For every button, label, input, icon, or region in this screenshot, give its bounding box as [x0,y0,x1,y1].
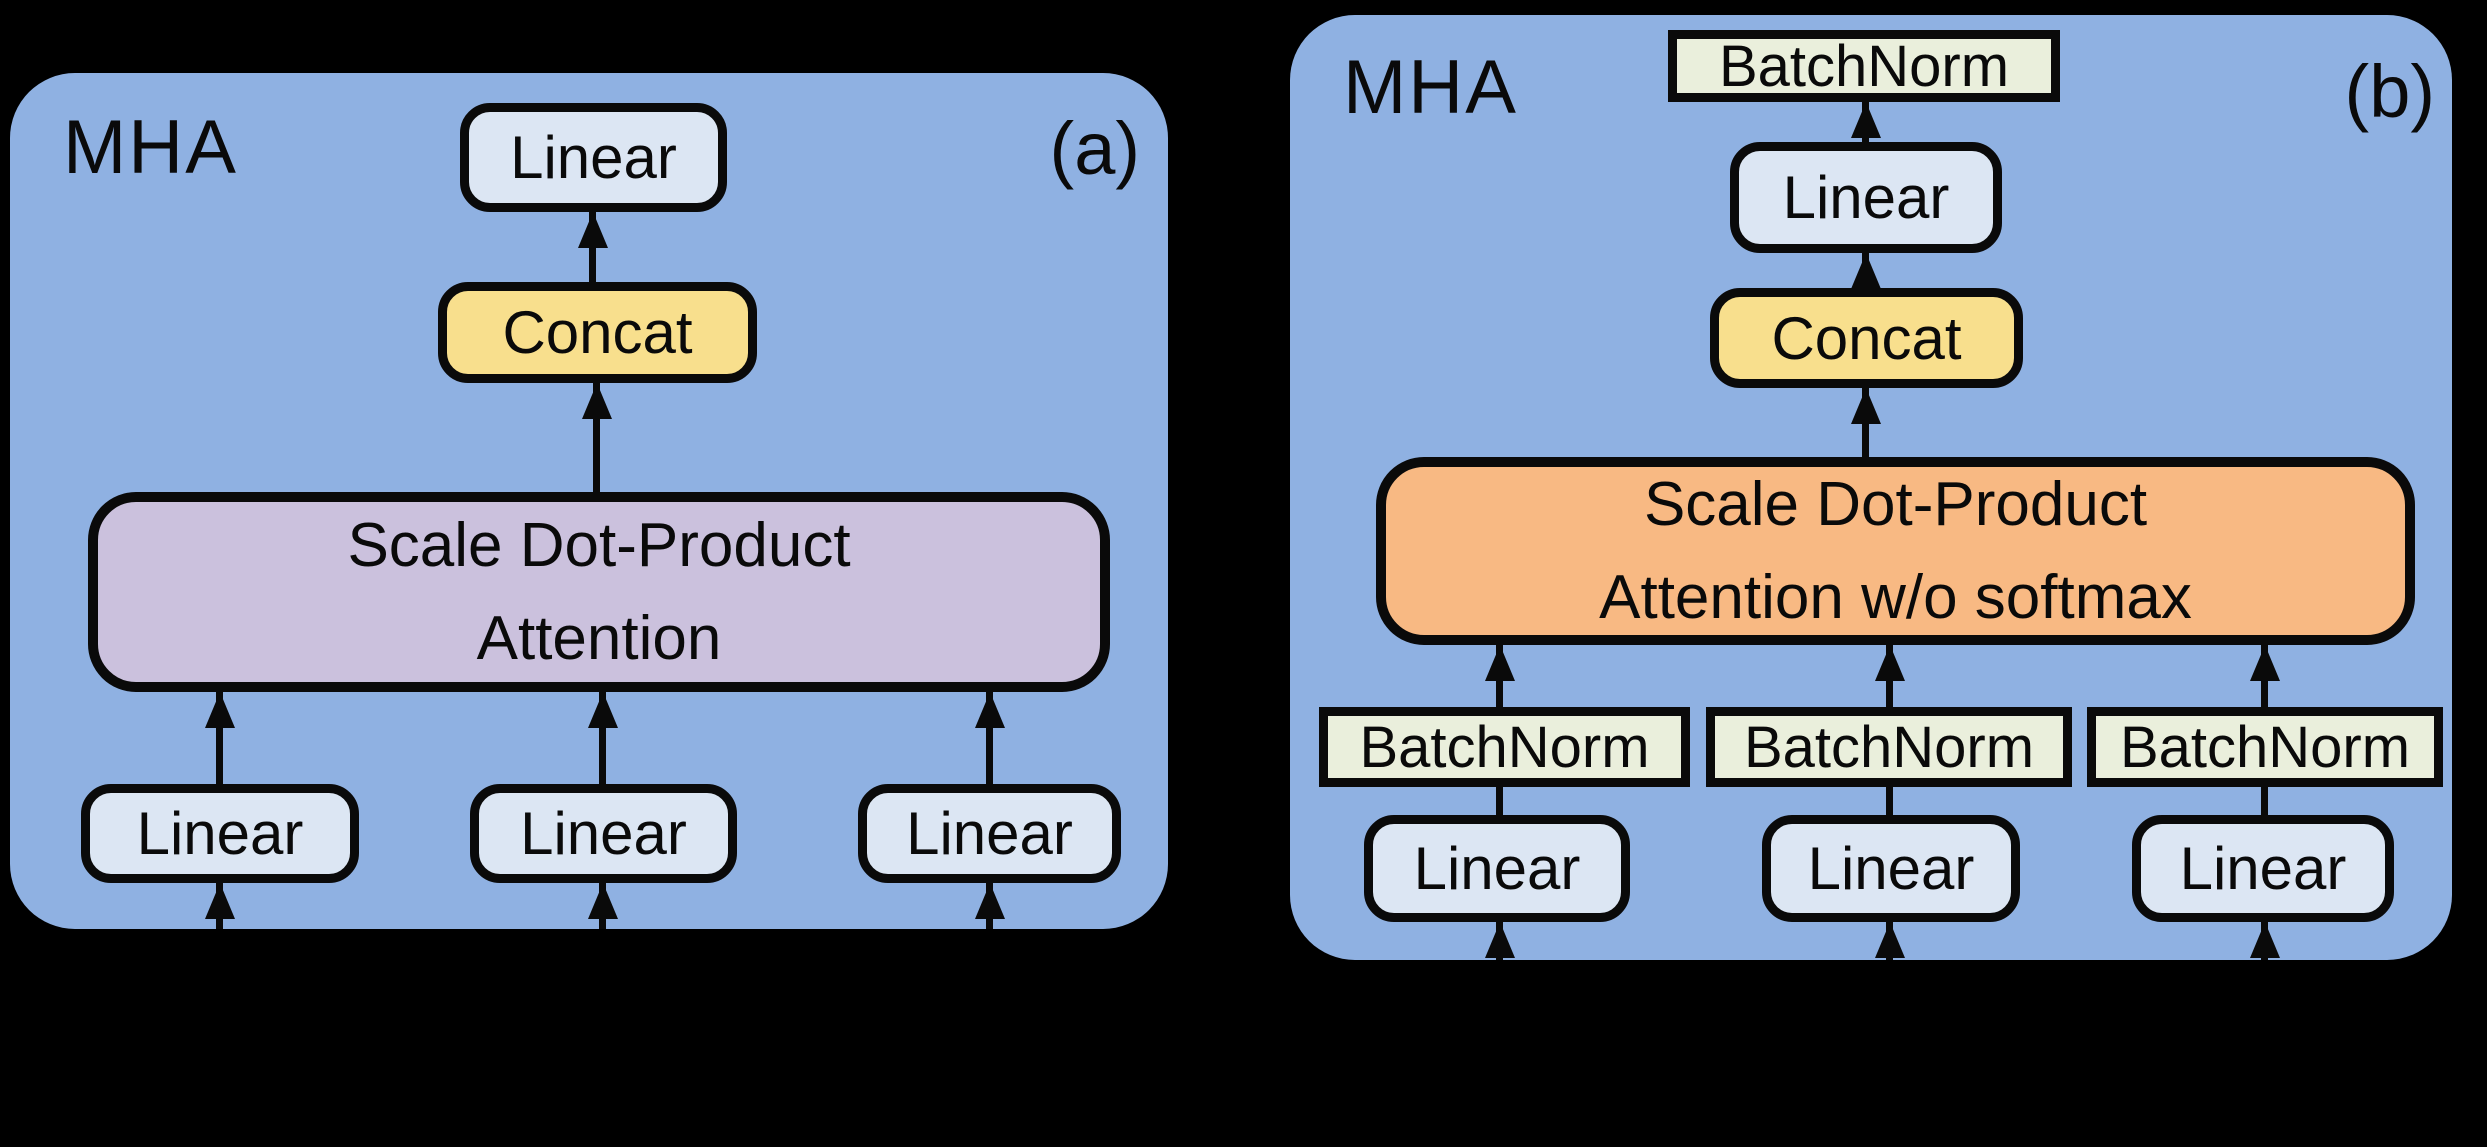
panel-b-concat-box: Concat [1710,288,2023,388]
panel-a-output-linear-box: Linear [460,103,727,212]
arrow-attn-to-concat-b [1862,388,1869,457]
panel-a-input-linear-2: Linear [470,784,737,883]
panel-b-input-linear-1: Linear [1364,815,1630,922]
panel-a-concat-box: Concat [438,282,757,383]
arrow-bn2-to-attn-b [1886,645,1893,707]
panel-b-input-linear-3: Linear [2132,815,2394,922]
arrow-bn3-to-attn-b [2261,645,2268,707]
connector-linear2-to-bn2 [1886,787,1893,815]
arrow-linear3-to-attn-a [986,692,993,784]
panel-b-attention-line2: Attention w/o softmax [1599,563,2192,632]
arrow-input2-a [599,883,606,929]
panel-a: MHA (a) Linear Concat Scale Dot-Product … [10,73,1168,929]
panel-b-corner-label: (b) [2344,50,2435,133]
connector-linear3-to-bn3 [2261,787,2268,815]
panel-a-attention-box: Scale Dot-Product Attention [88,492,1110,692]
panel-b-output-batchnorm-box: BatchNorm [1668,30,2060,102]
panel-b-batchnorm-1: BatchNorm [1319,707,1690,787]
arrow-input2-b [1886,922,1893,960]
panel-a-title: MHA [63,105,238,190]
panel-b-input-linear-2: Linear [1762,815,2020,922]
panel-a-input-linear-3: Linear [858,784,1121,883]
panel-b-batchnorm-3: BatchNorm [2087,707,2443,787]
arrow-concat-to-linear-b [1862,253,1869,288]
arrow-linear1-to-attn-a [216,692,223,784]
panel-b-batchnorm-2: BatchNorm [1706,707,2072,787]
connector-linear1-to-bn1 [1496,787,1503,815]
panel-a-corner-label: (a) [1049,107,1140,190]
arrow-concat-to-linear-a [589,212,596,282]
panel-a-attention-line1: Scale Dot-Product [347,511,851,580]
panel-b: MHA (b) BatchNorm Linear Concat Scale Do… [1290,15,2452,960]
arrow-input3-a [986,883,993,929]
arrow-input1-b [1496,922,1503,960]
panel-b-output-linear-box: Linear [1730,142,2002,253]
panel-b-attention-line1: Scale Dot-Product [1643,470,2148,539]
arrow-input1-a [216,883,223,929]
panel-b-attention-box: Scale Dot-Product Attention w/o softmax [1376,457,2415,645]
arrow-input3-b [2261,922,2268,960]
arrow-attn-to-concat-a [593,383,600,492]
panel-b-title: MHA [1343,45,1518,130]
arrow-linear-to-batchnorm-b [1862,102,1869,142]
arrow-bn1-to-attn-b [1496,645,1503,707]
panel-a-attention-line2: Attention [476,604,722,673]
arrow-linear2-to-attn-a [599,692,606,784]
panel-a-input-linear-1: Linear [81,784,359,883]
